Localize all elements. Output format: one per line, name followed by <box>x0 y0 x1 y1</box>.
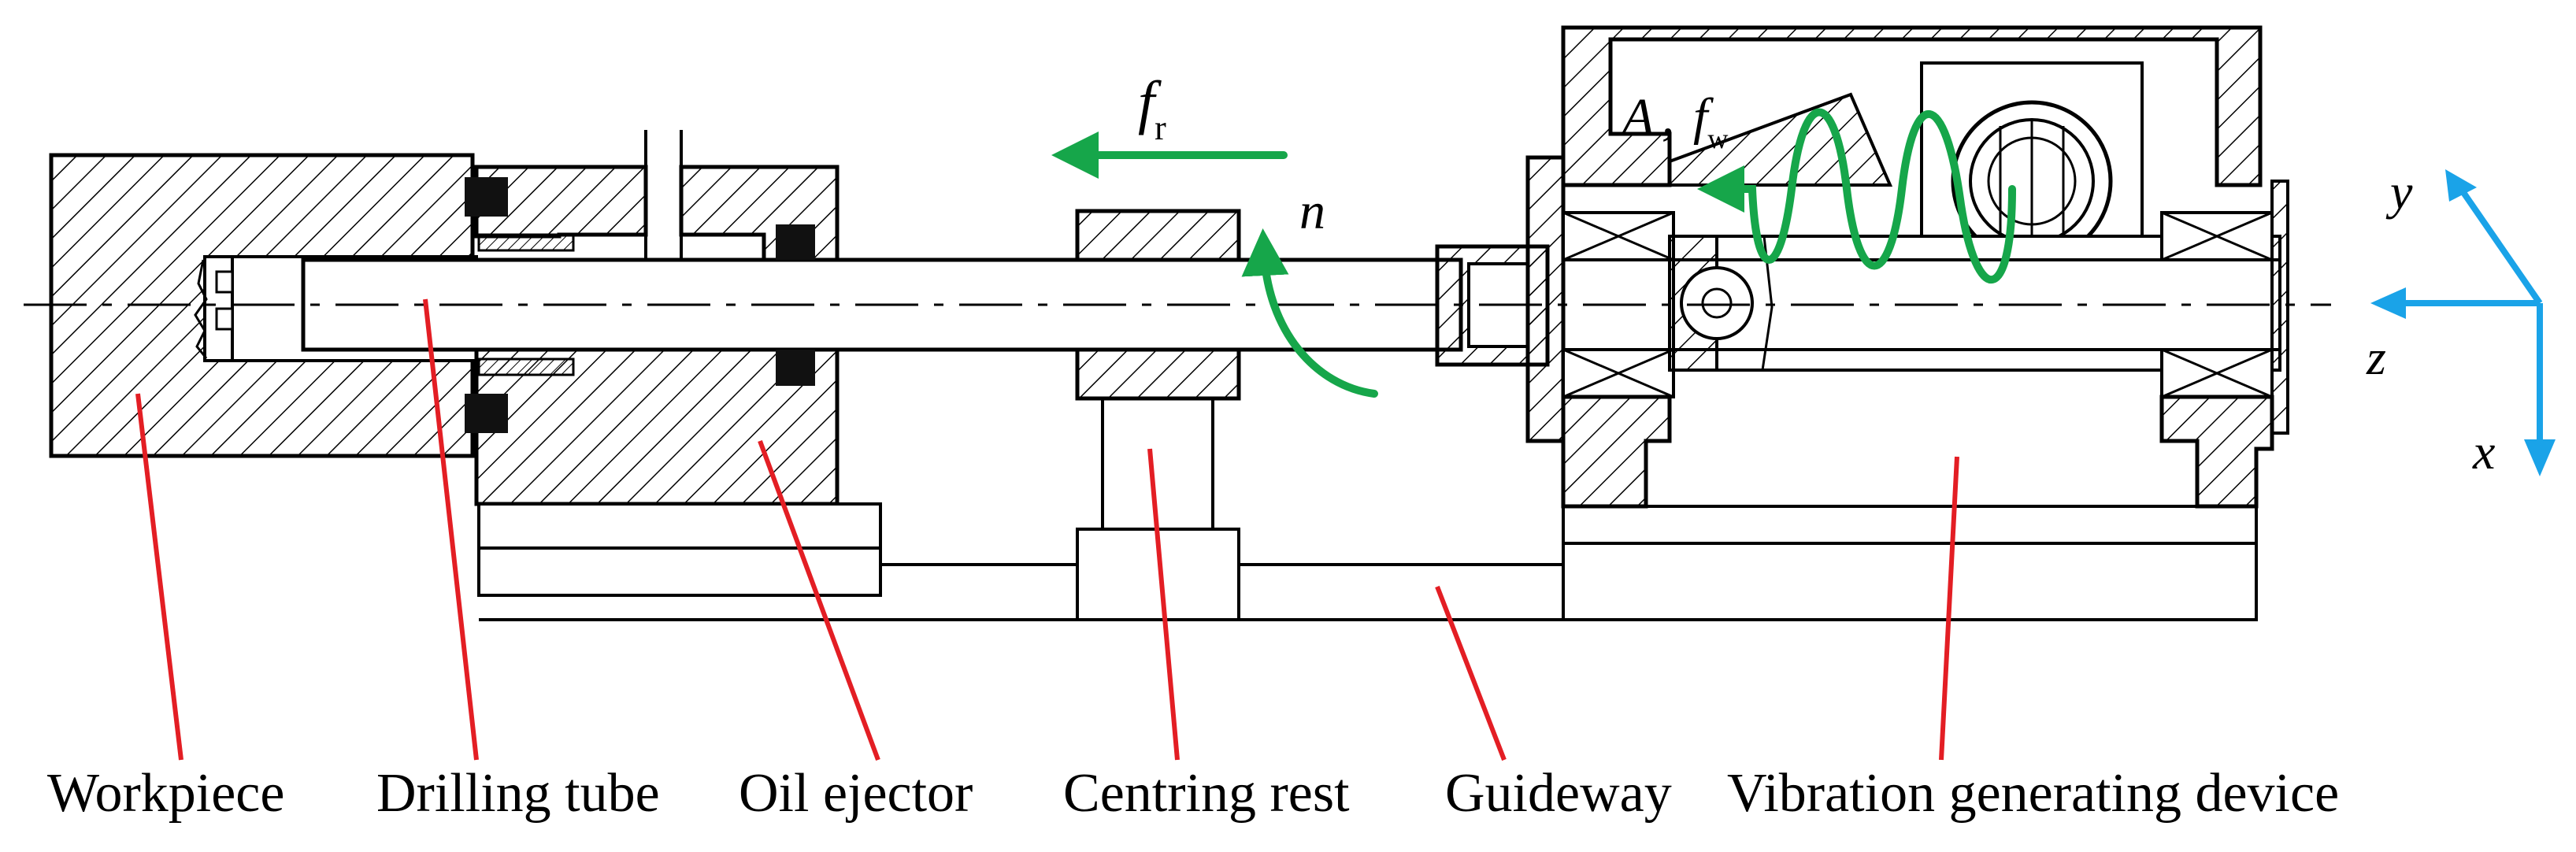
coordinate-axes <box>2370 169 2556 476</box>
vibration-device <box>1435 25 2289 509</box>
leader-lines <box>135 298 1959 761</box>
leader-guideway <box>1435 585 1507 761</box>
amplitude-symbol: A <box>1619 88 1655 146</box>
rotation-arrow <box>1241 228 1378 398</box>
label-centring-rest: Centring rest <box>1063 763 1350 824</box>
leader-drilling-tube <box>423 298 479 761</box>
axis-y-arrow <box>2458 187 2543 306</box>
vibration-wave-arrow <box>1697 108 2016 284</box>
vibration-frequency-symbol: fw <box>1693 88 1728 154</box>
centring-rest <box>1075 209 1241 621</box>
axis-x-label: x <box>2472 424 2495 480</box>
leader-centring-rest <box>1147 448 1180 761</box>
leader-vibration-device <box>1939 456 1959 761</box>
label-workpiece: Workpiece <box>47 763 284 824</box>
symbol-comma: , <box>1662 88 1675 146</box>
label-drilling-tube: Drilling tube <box>376 763 660 824</box>
ejector-base <box>477 502 882 597</box>
leader-workpiece <box>135 393 183 761</box>
guideway <box>479 506 2258 621</box>
motion-arrows <box>1051 108 2016 398</box>
label-guideway: Guideway <box>1445 763 1672 824</box>
label-oil-ejector: Oil ejector <box>739 763 973 824</box>
leader-oil-ejector <box>758 439 880 761</box>
label-vibration-device: Vibration generating device <box>1727 763 2339 824</box>
feed-rate-symbol: fr <box>1138 69 1166 147</box>
rotation-symbol: n <box>1299 183 1325 240</box>
axis-y-label: y <box>2385 164 2413 220</box>
axis-z-label: z <box>2366 329 2386 385</box>
